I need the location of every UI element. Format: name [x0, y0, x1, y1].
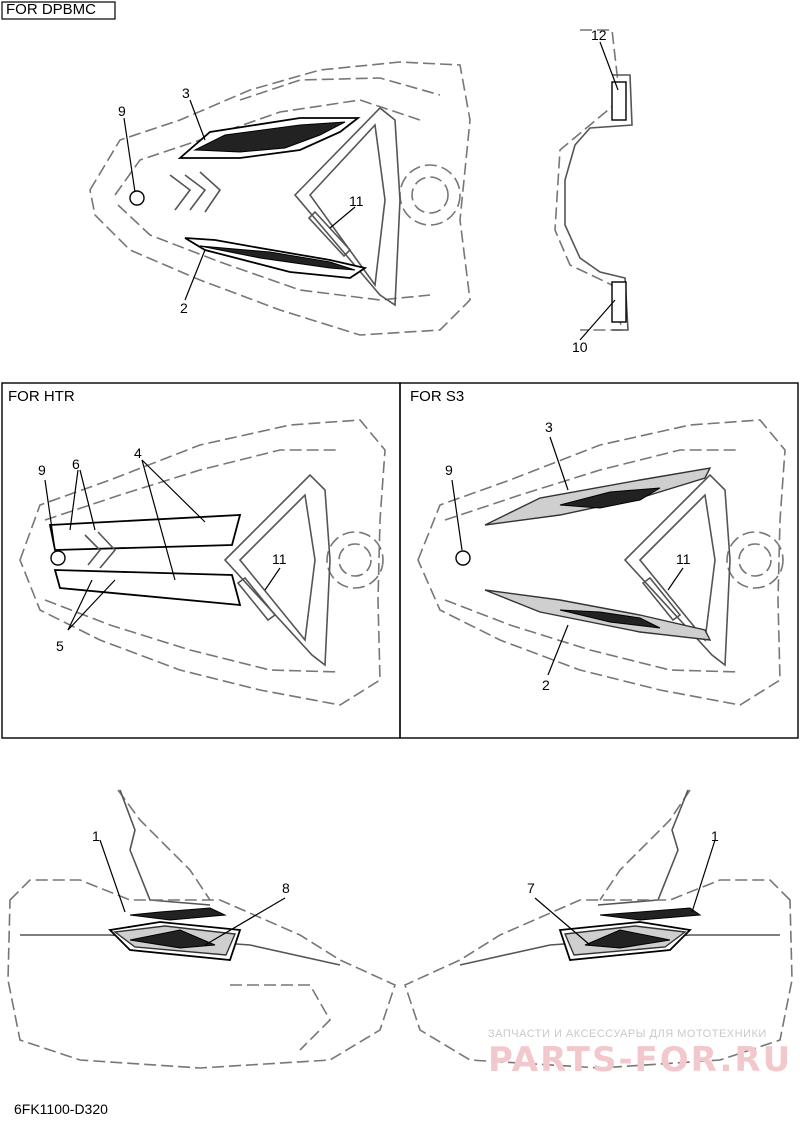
watermark-logo: PARTS-FOR.RU — [488, 1040, 793, 1080]
part-9-marker-s3 — [455, 550, 471, 566]
left-side-view — [7, 789, 396, 1069]
htr-hull-top-view — [19, 419, 386, 706]
right-side-view — [404, 789, 793, 1069]
callout-11: 11 — [272, 551, 287, 567]
section-title-htr: FOR HTR — [8, 388, 75, 405]
s3-hull-top-view — [417, 419, 786, 706]
part-9-marker-htr — [50, 550, 66, 566]
callout-3: 3 — [182, 85, 190, 101]
callout-1: 1 — [711, 828, 719, 844]
frame-s3 — [399, 382, 799, 739]
diagram-code: 6FK1100-D320 — [14, 1101, 108, 1117]
frame-dpbmc — [1, 1, 116, 20]
decal-12 — [611, 81, 627, 121]
decal-10 — [611, 281, 627, 323]
part-9-marker-dpbmc — [129, 190, 145, 206]
callout-2: 2 — [542, 677, 550, 693]
section-title-dpbmc: FOR DPBMC — [6, 1, 96, 18]
callout-7: 7 — [527, 880, 535, 896]
callout-2: 2 — [180, 300, 188, 316]
callout-10: 10 — [572, 339, 588, 355]
watermark-tagline: ЗАПЧАСТИ И АКСЕССУАРЫ ДЛЯ МОТОТЕХНИКИ — [488, 1028, 767, 1040]
callout-1: 1 — [92, 828, 100, 844]
callout-12: 12 — [591, 27, 607, 43]
callout-3: 3 — [545, 419, 553, 435]
callout-9: 9 — [118, 103, 126, 119]
dpbmc-hull-top-view — [89, 61, 471, 336]
dpbmc-hull-side-view — [554, 29, 633, 331]
callout-11: 11 — [676, 551, 691, 567]
callout-11: 11 — [349, 193, 364, 209]
callout-9: 9 — [445, 462, 453, 478]
callout-4: 4 — [134, 445, 142, 461]
callout-9: 9 — [38, 462, 46, 478]
callout-8: 8 — [282, 880, 290, 896]
section-title-s3: FOR S3 — [410, 388, 465, 405]
callout-5: 5 — [56, 638, 64, 654]
callout-6: 6 — [72, 456, 80, 472]
